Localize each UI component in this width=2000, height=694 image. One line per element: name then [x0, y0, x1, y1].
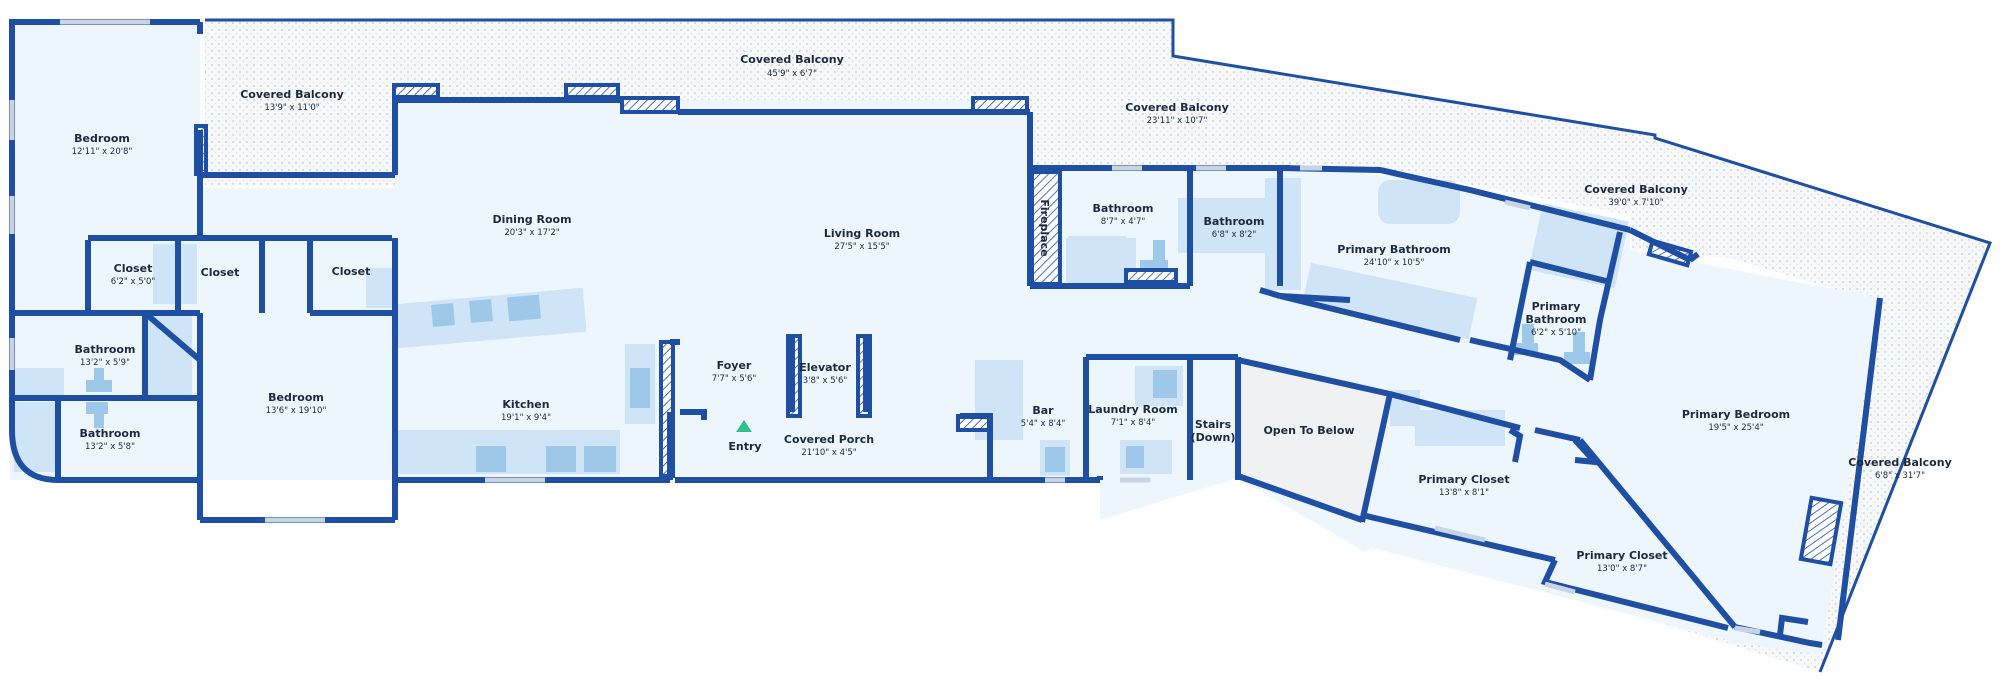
dim-bathroom-1: 13'2" x 5'9"	[80, 358, 130, 368]
label-bar: Bar	[1032, 404, 1054, 417]
dim-primary-closet-1: 13'8" x 8'1"	[1439, 488, 1489, 498]
dim-kitchen: 19'1" x 9'4"	[501, 413, 551, 423]
dim-living-room: 27'5" x 15'5"	[834, 242, 889, 252]
dim-primary-closet-2: 13'0" x 8'7"	[1597, 564, 1647, 574]
label-covered-balcony-right: Covered Balcony	[1584, 183, 1688, 196]
label-stairs-down: (Down)	[1191, 431, 1236, 444]
dim-covered-balcony-top: 45'9" x 6'7"	[767, 69, 817, 79]
label-dining-room: Dining Room	[492, 213, 571, 226]
label-foyer: Foyer	[717, 359, 752, 372]
dim-bedroom-1: 12'11" x 20'8"	[72, 147, 133, 157]
dim-bar: 5'4" x 8'4"	[1021, 419, 1066, 429]
balcony-surfaces	[160, 20, 1990, 672]
label-covered-balcony-east: Covered Balcony	[1848, 456, 1952, 469]
label-covered-porch: Covered Porch	[784, 433, 874, 446]
label-living-room: Living Room	[824, 227, 900, 240]
label-bathroom-2: Bathroom	[80, 427, 141, 440]
walls	[9, 19, 1883, 648]
dim-primary-bathroom-1: 24'10" x 10'5"	[1364, 258, 1425, 268]
dim-primary-bathroom-2: 6'2" x 5'10"	[1531, 328, 1581, 338]
dim-bathroom-3: 8'7" x 4'7"	[1101, 217, 1146, 227]
label-fireplace: Fireplace	[1038, 199, 1051, 256]
label-open-to-below: Open To Below	[1263, 424, 1354, 437]
windows	[9, 19, 1761, 635]
dim-dining-room: 20'3" x 17'2"	[504, 228, 559, 238]
label-elevator: Elevator	[799, 361, 851, 374]
label-closet-3: Closet	[332, 265, 371, 278]
label-stairs: Stairs	[1195, 418, 1232, 431]
fixtures	[14, 178, 1629, 476]
dim-covered-balcony-left: 13'9" x 11'0"	[264, 103, 319, 113]
open-to-below-area	[1240, 363, 1390, 522]
label-primary-closet-1: Primary Closet	[1418, 473, 1509, 486]
label-bathroom-4: Bathroom	[1204, 215, 1265, 228]
dim-foyer: 7'7" x 5'6"	[712, 374, 757, 384]
label-closet-2: Closet	[201, 266, 240, 279]
label-laundry-room: Laundry Room	[1088, 403, 1177, 416]
dim-closet-1: 6'2" x 5'0"	[111, 277, 156, 287]
label-covered-balcony-mid: Covered Balcony	[1125, 101, 1229, 114]
balcony-outline	[205, 18, 1992, 673]
room-labels: Covered Balcony 45'9" x 6'7" Covered Bal…	[72, 53, 1952, 574]
dim-laundry-room: 7'1" x 8'4"	[1111, 418, 1156, 428]
label-kitchen: Kitchen	[502, 398, 549, 411]
entry-marker-icon	[736, 420, 752, 432]
label-bedroom-1: Bedroom	[74, 132, 130, 145]
label-covered-balcony-left: Covered Balcony	[240, 88, 344, 101]
dim-bathroom-4: 6'8" x 8'2"	[1212, 230, 1257, 240]
label-primary-closet-2: Primary Closet	[1576, 549, 1667, 562]
label-bathroom-1: Bathroom	[75, 343, 136, 356]
label-bedroom-2: Bedroom	[268, 391, 324, 404]
dim-covered-balcony-east: 6'8" x 31'7"	[1875, 471, 1925, 481]
dim-bedroom-2: 13'6" x 19'10"	[266, 406, 327, 416]
label-entry: Entry	[728, 440, 761, 453]
label-bathroom-3: Bathroom	[1093, 202, 1154, 215]
dim-elevator: 3'8" x 5'6"	[803, 376, 848, 386]
dim-bathroom-2: 13'2" x 5'8"	[85, 442, 135, 452]
dim-covered-porch: 21'10" x 4'5"	[801, 448, 856, 458]
label-covered-balcony-top: Covered Balcony	[740, 53, 844, 66]
dim-covered-balcony-mid: 23'11" x 10'7"	[1147, 116, 1208, 126]
label-primary-bathroom-2b: Bathroom	[1526, 313, 1587, 326]
label-primary-bathroom-1: Primary Bathroom	[1337, 243, 1450, 256]
label-primary-bathroom-2a: Primary	[1532, 300, 1581, 313]
dim-primary-bedroom: 19'5" x 25'4"	[1708, 423, 1763, 433]
label-primary-bedroom: Primary Bedroom	[1682, 408, 1790, 421]
dim-covered-balcony-right: 39'0" x 7'10"	[1608, 198, 1663, 208]
label-closet-1: Closet	[114, 262, 153, 275]
